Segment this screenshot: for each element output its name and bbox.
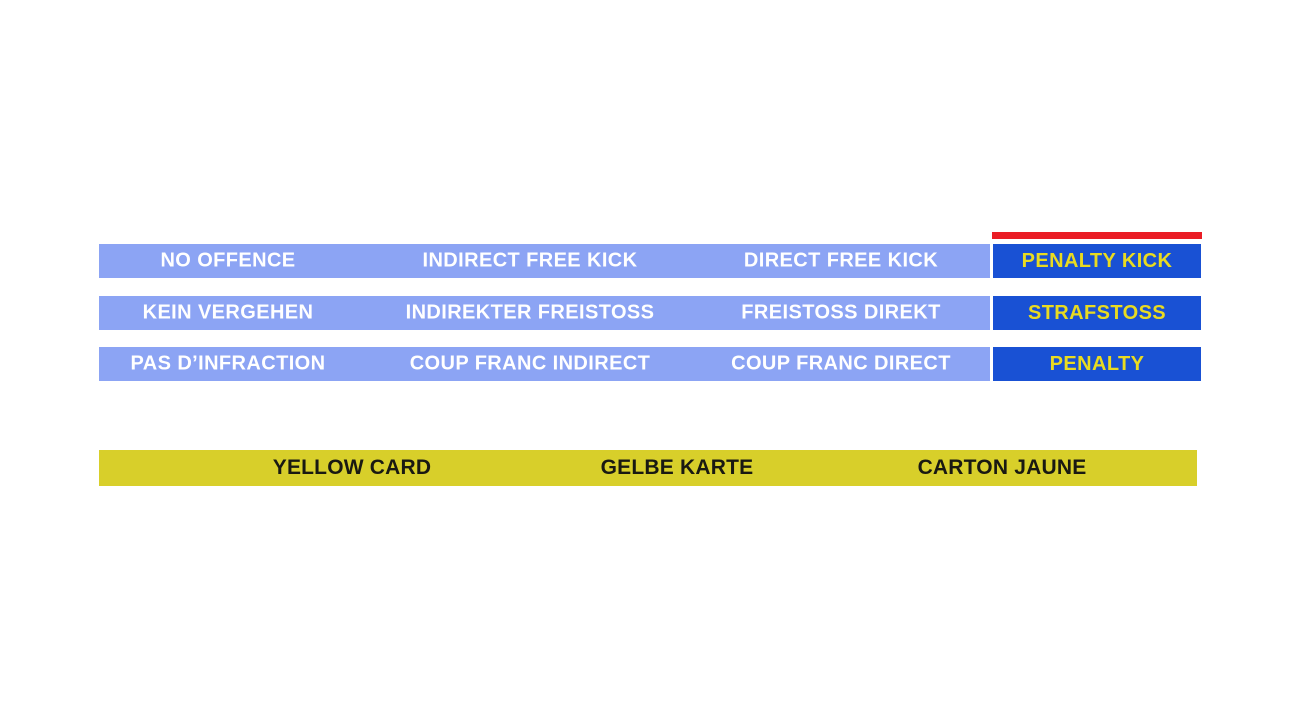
sanctions-row-english: NO OFFENCE INDIRECT FREE KICK DIRECT FRE…: [99, 244, 990, 278]
yellow-card-label-german: GELBE KARTE: [600, 456, 754, 479]
cell-kein-vergehen: KEIN VERGEHEN: [142, 301, 314, 324]
cell-direct-free-kick: DIRECT FREE KICK: [743, 249, 939, 272]
penalty-column-highlight-bar: [992, 232, 1202, 239]
cell-no-offence: NO OFFENCE: [160, 249, 296, 272]
cell-indirect-free-kick: INDIRECT FREE KICK: [422, 249, 638, 272]
cell-pas-d-infraction: PAS D’INFRACTION: [130, 352, 326, 375]
yellow-card-bar: YELLOW CARD GELBE KARTE CARTON JAUNE: [99, 450, 1197, 486]
sanctions-row-german: KEIN VERGEHEN INDIREKTER FREISTOSS FREIS…: [99, 296, 990, 330]
yellow-card-label-english: YELLOW CARD: [272, 456, 432, 479]
yellow-card-label-french: CARTON JAUNE: [917, 456, 1087, 479]
penalty-cell-german: STRAFSTOSS: [993, 296, 1201, 330]
cell-coup-franc-indirect: COUP FRANC INDIRECT: [409, 352, 651, 375]
penalty-cell-english: PENALTY KICK: [993, 244, 1201, 278]
penalty-cell-french: PENALTY: [993, 347, 1201, 381]
sanctions-row-french: PAS D’INFRACTION COUP FRANC INDIRECT COU…: [99, 347, 990, 381]
cell-coup-franc-direct: COUP FRANC DIRECT: [731, 352, 951, 375]
cell-indirekter-freistoss: INDIREKTER FREISTOSS: [405, 301, 655, 324]
cell-freistoss-direkt: FREISTOSS DIREKT: [741, 301, 941, 324]
